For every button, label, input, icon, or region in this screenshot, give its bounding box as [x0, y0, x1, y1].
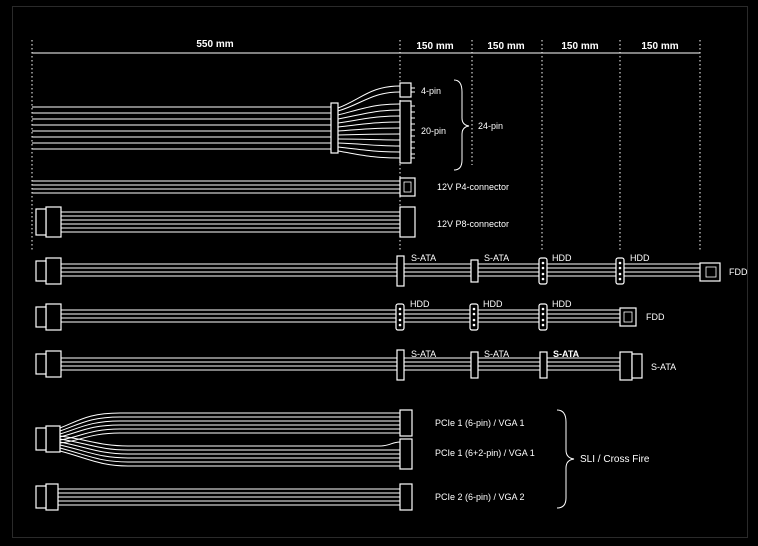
atx-sleeve	[330, 102, 339, 154]
label-24pin: 24-pin	[478, 121, 503, 131]
cable2-fdd	[619, 307, 637, 327]
cable1-psu-pins	[35, 260, 47, 282]
cable1-fdd-inner	[705, 266, 717, 278]
cable3-label-sata-1: S-ATA	[411, 349, 436, 359]
cable3-psu-connector	[45, 350, 62, 378]
dim-label-150-b: 150 mm	[487, 41, 524, 52]
cable1-sata-2	[470, 259, 479, 283]
cable2-hdd-1	[395, 303, 405, 331]
p8-psu-connector-pins	[35, 208, 47, 236]
dim-label-150-a: 150 mm	[416, 41, 453, 52]
cable1-psu-connector	[45, 257, 62, 285]
label-pcie-vga1b: PCIe 1 (6+2-pin) / VGA 1	[435, 448, 535, 458]
label-p4: 12V P4-connector	[437, 182, 509, 192]
cable1-label-sata-1: S-ATA	[411, 253, 436, 263]
cable2-label-hdd-2: HDD	[483, 299, 503, 309]
atx-4pin-connector	[399, 82, 412, 98]
cable1-molex-dots	[541, 261, 622, 281]
cable1-hdd-1	[538, 257, 548, 285]
atx-cable	[32, 85, 401, 159]
cable2-psu-connector	[45, 303, 62, 331]
pcie-split-cable	[59, 412, 401, 467]
cable3-sata-1	[396, 349, 405, 381]
cable1-sata-1	[396, 255, 405, 287]
cable1-label-sata-2: S-ATA	[484, 253, 509, 263]
label-4pin: 4-pin	[421, 86, 441, 96]
cable1-hdd-2	[615, 257, 625, 285]
pcie-psu-pins	[35, 427, 47, 451]
pcie2-psu-pins	[35, 485, 47, 509]
pcie-psu-connector	[45, 425, 61, 453]
label-sli-crossfire: SLI / Cross Fire	[580, 454, 650, 465]
p4-connector	[399, 177, 416, 197]
pcie2-psu-connector	[45, 483, 59, 511]
cable3-sata-4-plug	[631, 353, 643, 379]
pcie-vga1b-connector	[399, 438, 413, 470]
cable2-psu-pins	[35, 306, 47, 328]
p8-cable	[61, 211, 400, 233]
atx-pin-ticks	[411, 87, 415, 159]
sli-brace	[556, 409, 575, 509]
cable3-psu-pins	[35, 353, 47, 375]
cable2-label-hdd-3: HDD	[552, 299, 572, 309]
cable1-label-fdd: FDD	[729, 267, 748, 277]
cable1-label-hdd-1: HDD	[552, 253, 572, 263]
cable2-hdd-3	[538, 303, 548, 331]
peripheral-cable-1	[61, 263, 700, 277]
cable2-hdd-2	[469, 303, 479, 331]
cable2-label-fdd: FDD	[646, 312, 665, 322]
diagram-frame	[12, 6, 748, 538]
p8-connector	[399, 206, 416, 238]
cable3-label-sata-4: S-ATA	[651, 362, 676, 372]
atx-20pin-connector	[399, 100, 412, 164]
p4-connector-inner	[403, 181, 412, 193]
cable1-fdd	[699, 262, 721, 282]
cable1-label-hdd-2: HDD	[630, 253, 650, 263]
cable3-sata-3	[539, 351, 548, 379]
cable3-label-sata-2: S-ATA	[484, 349, 509, 359]
cable3-sata-4	[619, 351, 633, 381]
p4-cable	[32, 180, 400, 194]
peripheral-cable-2	[61, 309, 620, 323]
cable2-fdd-inner	[623, 311, 633, 323]
dim-label-150-d: 150 mm	[641, 41, 678, 52]
label-pcie-vga1: PCIe 1 (6-pin) / VGA 1	[435, 418, 525, 428]
cable3-sata-2	[470, 351, 479, 379]
label-p8: 12V P8-connector	[437, 219, 509, 229]
label-pcie-vga2: PCIe 2 (6-pin) / VGA 2	[435, 492, 525, 502]
cable3-label-sata-3: S-ATA	[553, 349, 580, 359]
cable2-label-hdd-1: HDD	[410, 299, 430, 309]
label-20pin: 20-pin	[421, 126, 446, 136]
pcie-vga1-connector	[399, 409, 413, 437]
dim-label-150-c: 150 mm	[561, 41, 598, 52]
atx-brace	[453, 79, 470, 171]
pcie2-connector	[399, 483, 413, 511]
p8-psu-connector	[45, 206, 62, 238]
dim-label-550: 550 mm	[196, 39, 233, 50]
peripheral-cable-3	[61, 357, 620, 371]
cable2-molex-dots	[398, 307, 545, 327]
pcie2-cable	[58, 488, 400, 506]
